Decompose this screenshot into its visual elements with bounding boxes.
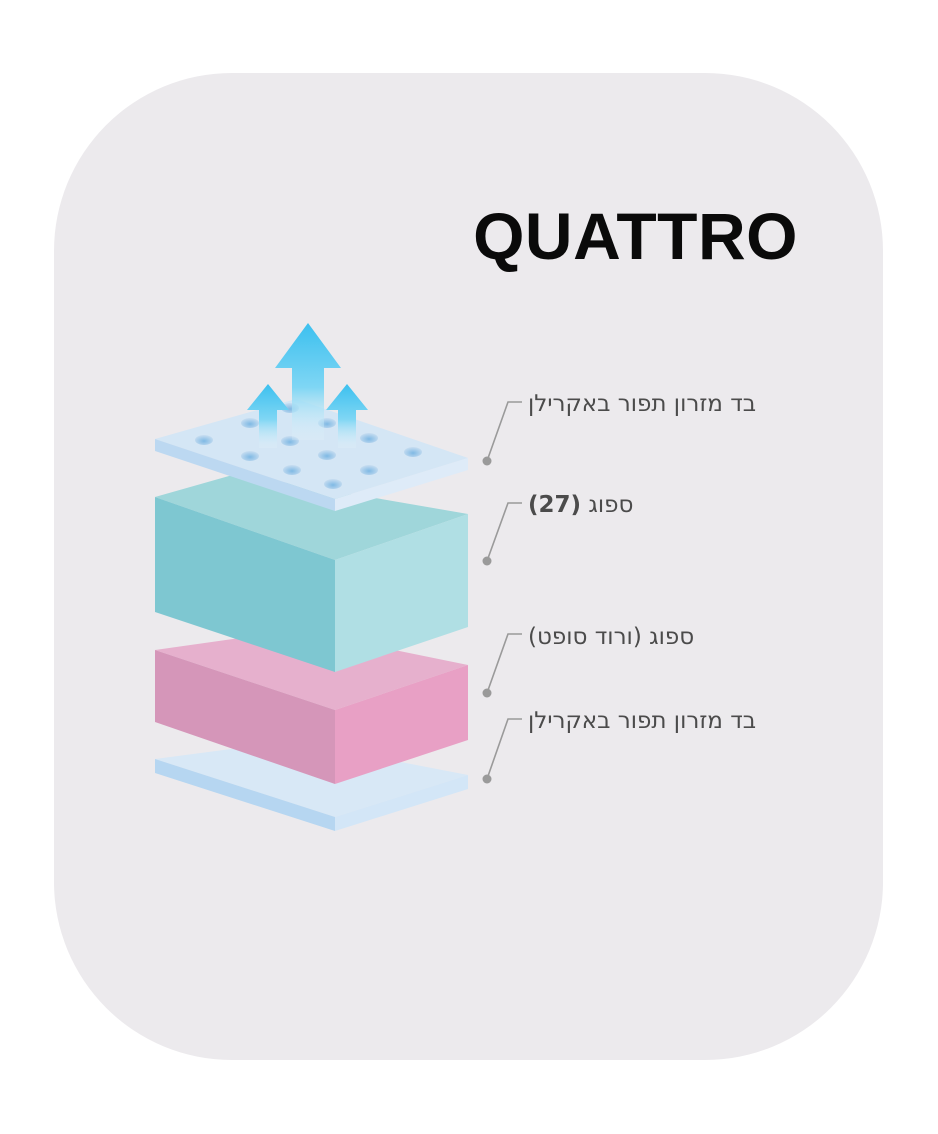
- leader-line-1: [486, 401, 522, 462]
- left-arrow-icon: [247, 384, 289, 448]
- center-arrow-icon: [275, 323, 341, 440]
- leader-line-3: [486, 633, 522, 694]
- leader-line-2: [486, 502, 522, 562]
- top-fabric-layer: [155, 399, 468, 511]
- right-arrow-icon: [326, 384, 368, 448]
- airflow-arrows: [247, 323, 368, 448]
- layer-label-foam-27: ספוג (27): [528, 490, 633, 520]
- teal-foam-layer: [155, 474, 468, 672]
- layer-label-top-fabric: בד מזרון תפור באקרילן: [528, 391, 757, 417]
- leader-line-4: [486, 718, 522, 780]
- product-title: QUATTRO: [473, 199, 798, 273]
- leader-lines: [482, 401, 522, 784]
- layer-label-foam-27-text: ספוג: [588, 492, 634, 518]
- layer-label-foam-27-number: (27): [528, 492, 582, 518]
- layer-label-bottom-fabric: בד מזרון תפור באקרילן: [528, 708, 757, 734]
- layer-label-pink-foam: ספוג (ורוד סופט): [528, 624, 695, 650]
